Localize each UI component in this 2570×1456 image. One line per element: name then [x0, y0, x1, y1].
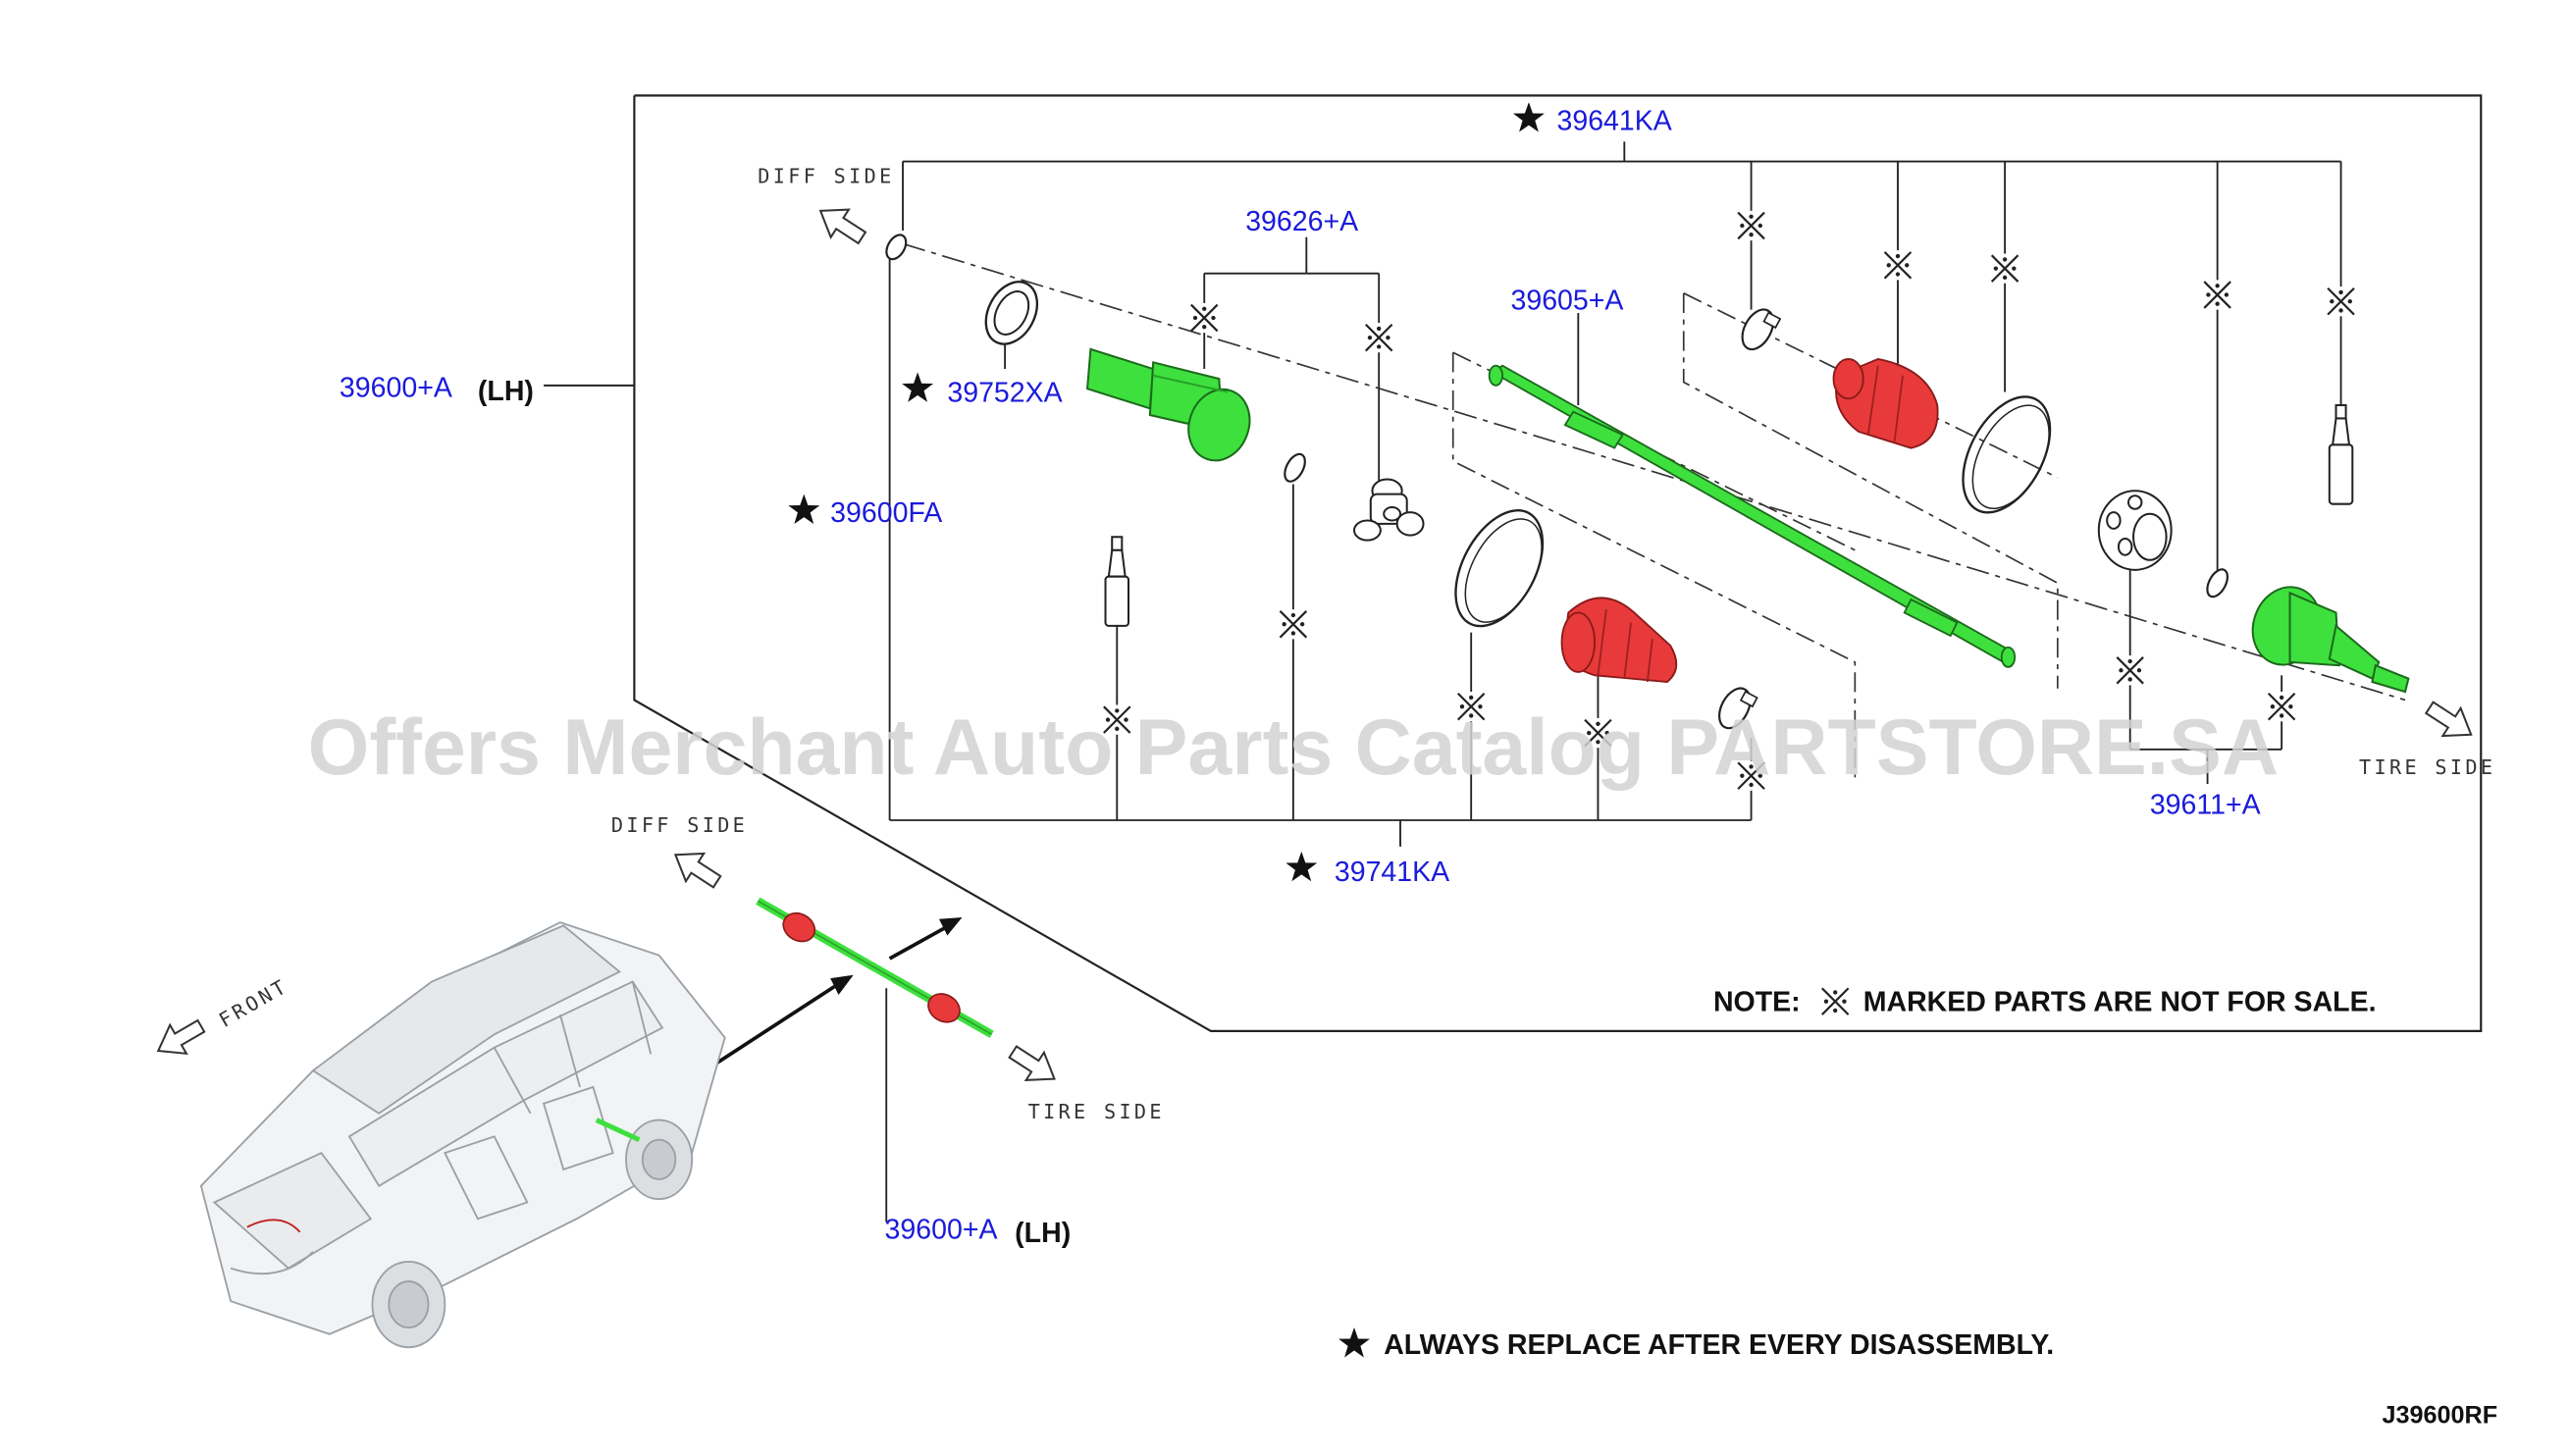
part-label-39611a[interactable]: 39611+A [2150, 789, 2261, 820]
reference-mark-icon [1820, 987, 1850, 1016]
boot-clamp-outer [1741, 308, 1782, 351]
star-icon [902, 372, 934, 402]
dust-seal [984, 281, 1039, 345]
inset-tire-side-arrow-icon [1003, 1037, 1065, 1094]
star-icon [788, 494, 820, 525]
grease-tube-inner [1104, 536, 1130, 627]
part-label-39641ka[interactable]: 39641KA [1556, 106, 1671, 137]
tire-side-arrow-icon [2419, 693, 2482, 750]
leader-lines [885, 141, 2342, 1222]
part-label-39600a-main[interactable]: 39600+A [340, 373, 452, 404]
boot-inner [1560, 597, 1678, 683]
inset-tire-side-label: TIRE SIDE [1028, 1100, 1165, 1123]
diagram-code: J39600RF [2383, 1401, 2498, 1429]
note-always-replace: ALWAYS REPLACE AFTER EVERY DISASSEMBLY. [1384, 1329, 2054, 1361]
star-icon [1513, 102, 1545, 132]
inner-joint-housing [1085, 347, 1251, 462]
boot-band-inner [1454, 509, 1545, 628]
part-label-39605a[interactable]: 39605+A [1510, 286, 1623, 317]
tire-side-label: TIRE SIDE [2359, 755, 2495, 779]
axis-line [902, 242, 2406, 702]
side-label-inset: (LH) [1015, 1218, 1071, 1249]
assembly-frame [633, 94, 2483, 1032]
drive-shaft [1488, 364, 2017, 668]
outer-joint [2251, 586, 2410, 694]
boot-clamp-inner [1718, 687, 1758, 730]
watermark-text: Offers Merchant Auto Parts Catalog PARTS… [308, 703, 2279, 792]
front-label: FRONT [215, 973, 292, 1031]
snap-ring-inner [885, 234, 908, 261]
vehicle-illustration [199, 921, 726, 1349]
inset-shaft [756, 897, 994, 1038]
part-label-39626a[interactable]: 39626+A [1245, 206, 1358, 237]
snap-ring-middle [1284, 452, 1306, 483]
part-label-39741ka[interactable]: 39741KA [1335, 857, 1449, 888]
tripod-spider [1352, 478, 1425, 542]
boot-outer [1832, 358, 1939, 449]
diff-side-arrow-icon [810, 195, 872, 253]
note-not-for-sale: MARKED PARTS ARE NOT FOR SALE. [1863, 987, 2377, 1018]
inset-diff-side-label: DIFF SIDE [611, 813, 748, 837]
front-arrow-icon [148, 1011, 211, 1066]
part-label-39600a-inset[interactable]: 39600+A [885, 1214, 998, 1245]
star-icon [1285, 851, 1318, 882]
side-label-main: (LH) [478, 376, 534, 407]
snap-ring-outer [2206, 568, 2229, 598]
diff-side-label: DIFF SIDE [758, 164, 894, 187]
grease-tube-outer [2328, 403, 2354, 505]
star-icon [1338, 1327, 1370, 1358]
part-label-39600fa[interactable]: 39600FA [830, 497, 942, 529]
part-label-39752xa[interactable]: 39752XA [947, 378, 1062, 409]
note-prefix: NOTE: [1713, 987, 1801, 1018]
inset-diff-side-arrow-icon [665, 840, 727, 897]
ball-cage [2097, 490, 2173, 571]
boot-band-outer [1962, 395, 2052, 514]
